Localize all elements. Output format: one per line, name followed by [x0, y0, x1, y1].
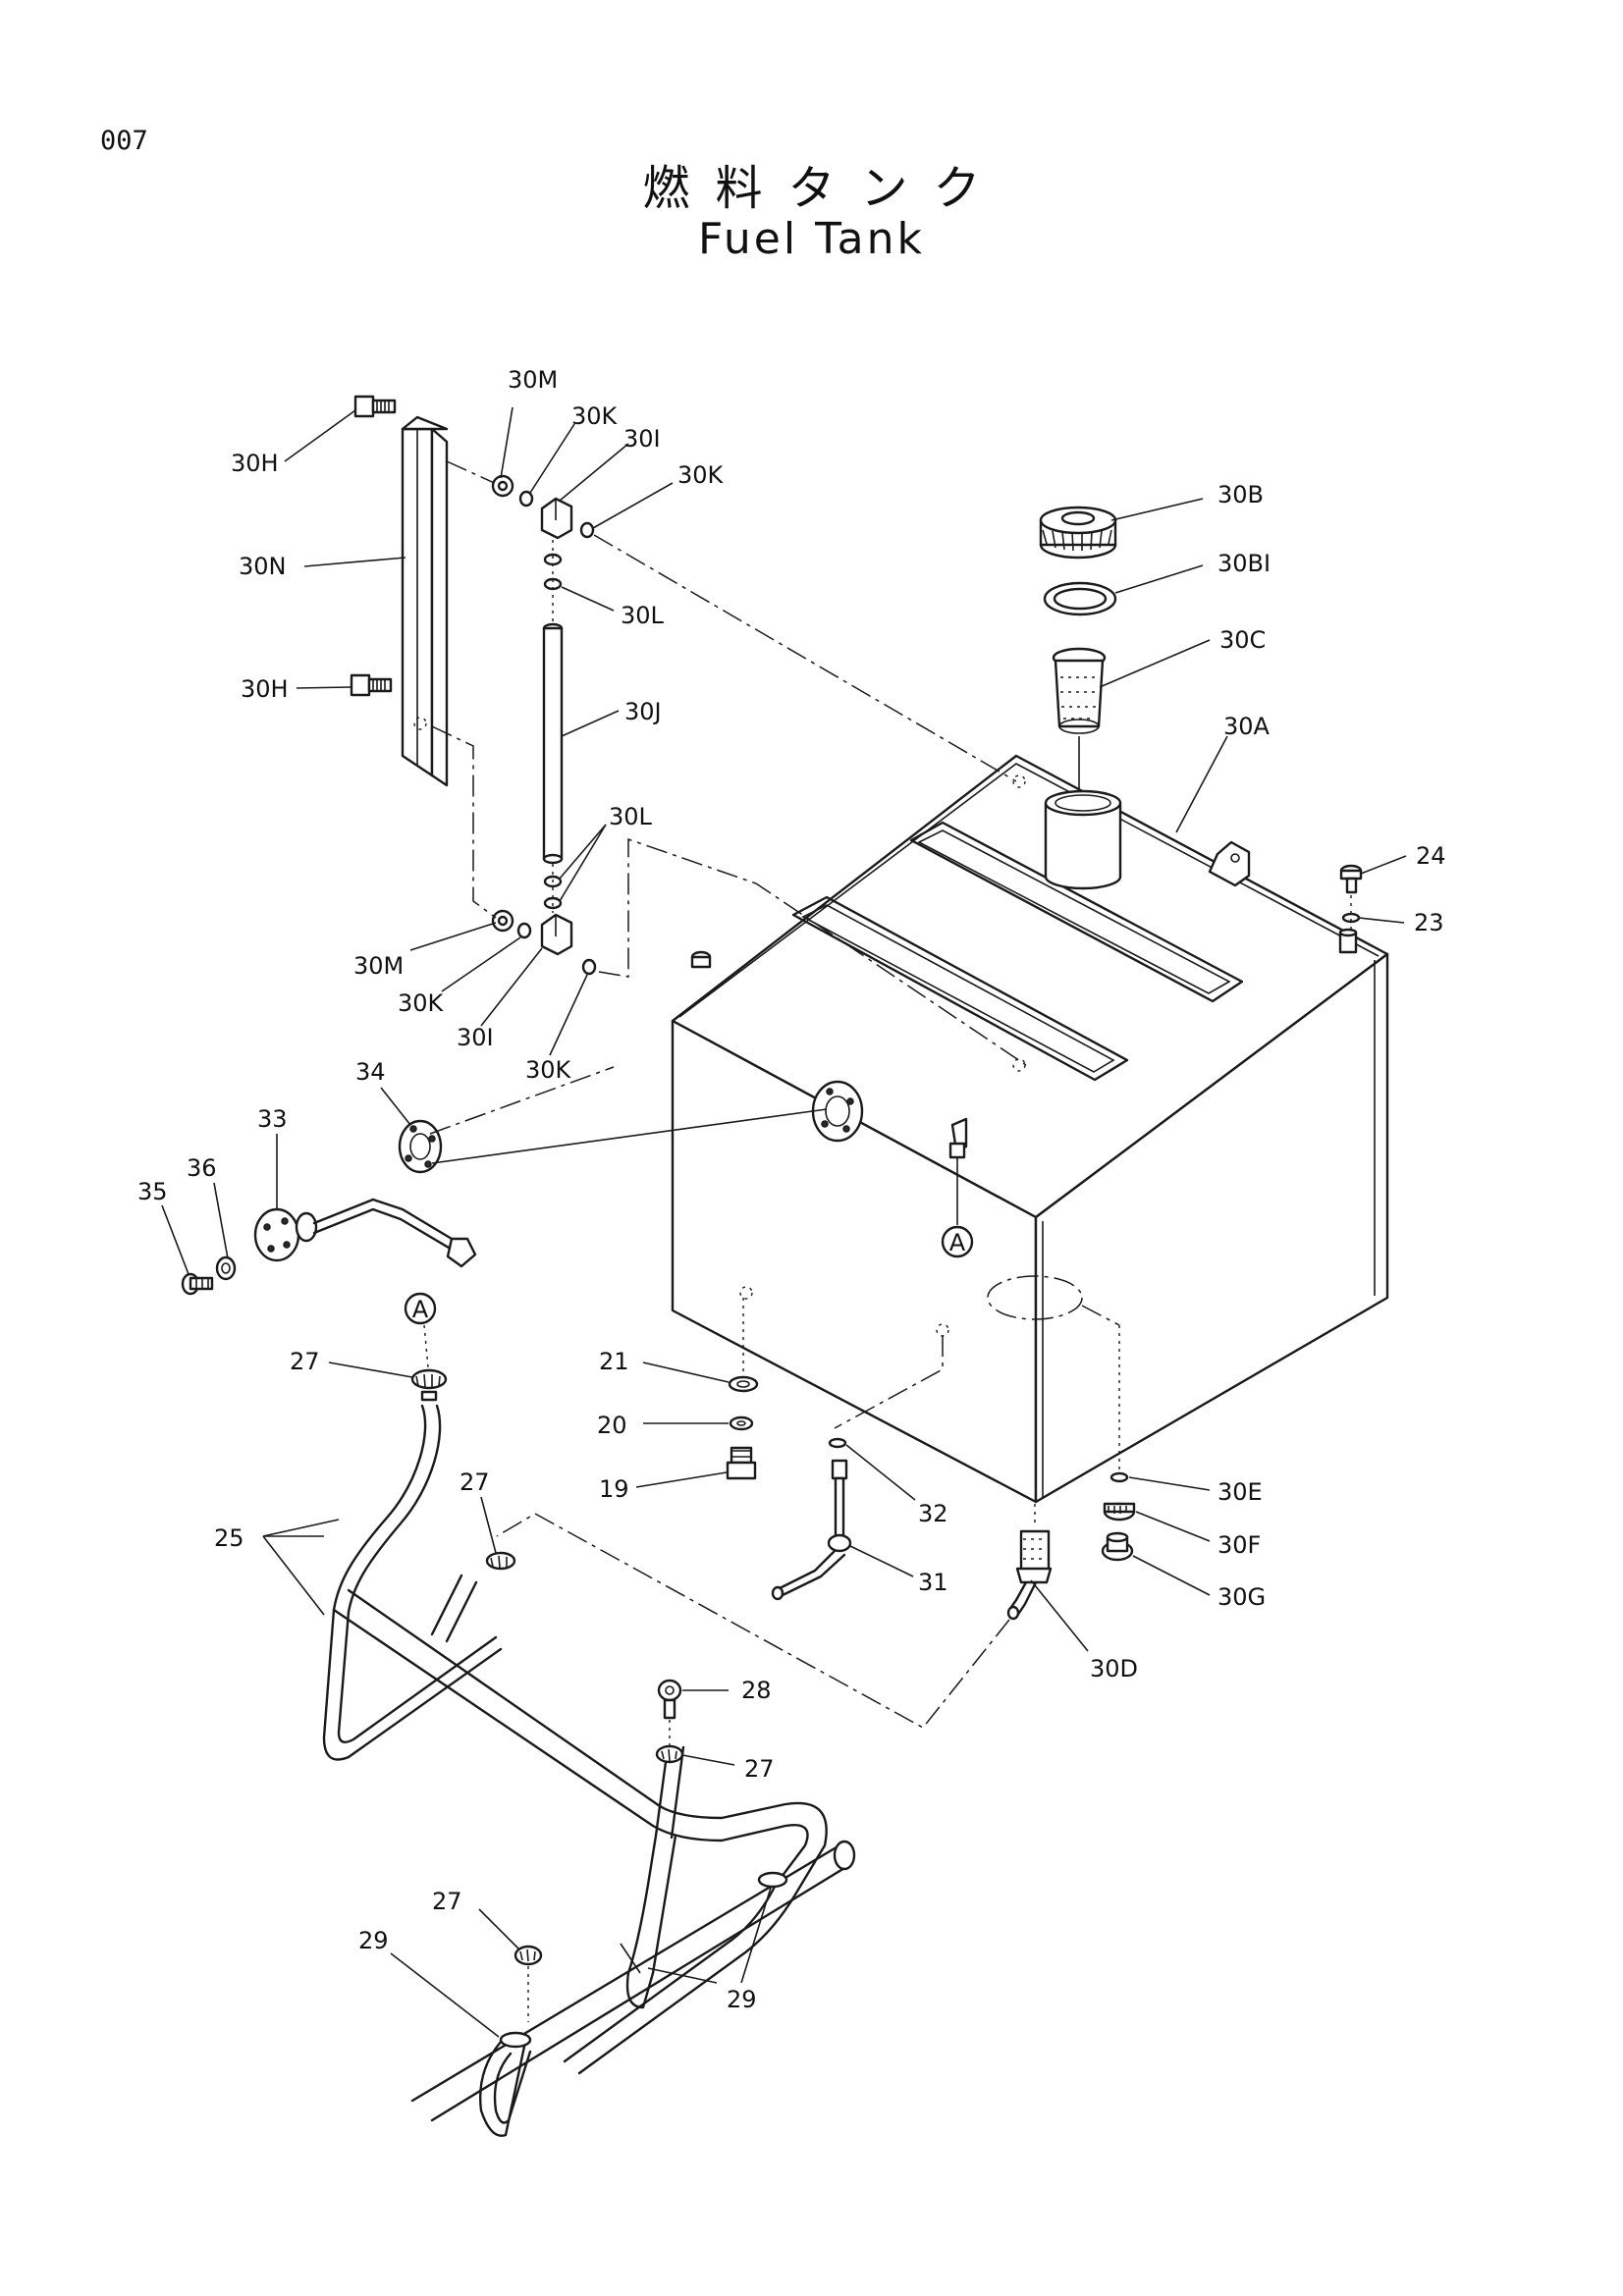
leader-lines: [161, 406, 1407, 2038]
o-ring-30K-top2: [579, 521, 595, 539]
label-27-d: 27: [432, 1888, 462, 1915]
strainer-30C: [1052, 647, 1107, 734]
damper-30M-top: [491, 474, 514, 498]
label-28: 28: [741, 1677, 772, 1704]
label-30L-bottom: 30L: [609, 803, 653, 830]
o-ring-30L-bottom-b: [543, 896, 563, 910]
reference-circle-a-tank: [941, 1225, 974, 1258]
fuel-level-sender-33: [253, 1198, 477, 1268]
label-30H-bottom: 30H: [241, 675, 289, 703]
label-30M-top: 30M: [508, 366, 558, 394]
drain-cock-31: [771, 1459, 852, 1601]
label-30J: 30J: [624, 698, 662, 725]
label-31: 31: [918, 1569, 948, 1596]
title-english: Fuel Tank: [698, 214, 925, 264]
gasket-30B1: [1043, 581, 1117, 616]
label-35: 35: [137, 1178, 168, 1205]
label-32: 32: [918, 1500, 948, 1527]
magnet-30F: [1103, 1502, 1136, 1522]
washer-21: [728, 1375, 759, 1393]
drain-plug-30G: [1101, 1531, 1134, 1562]
label-30K-top2: 30K: [677, 461, 725, 489]
label-29-a: 29: [358, 1927, 389, 1954]
part-number-labels: 30H 30N 30H 30M 30K 30I 30K 30L 30J 30L …: [137, 366, 1446, 2013]
label-30D: 30D: [1090, 1655, 1138, 1682]
bolt-30H-top: [353, 395, 397, 418]
outlet-strainer-30D: [1006, 1529, 1053, 1621]
label-30A: 30A: [1223, 713, 1271, 740]
label-27-b: 27: [460, 1468, 490, 1496]
label-23: 23: [1414, 909, 1444, 936]
title-japanese: 燃料タンク: [642, 161, 1006, 216]
label-30L-top: 30L: [621, 602, 665, 629]
reference-a-tank-label: A: [949, 1229, 966, 1256]
label-27-a: 27: [290, 1348, 320, 1375]
o-ring-32: [828, 1437, 847, 1449]
hose-clamp-27-c: [655, 1744, 684, 1764]
label-30K-top1: 30K: [571, 402, 619, 430]
label-19: 19: [599, 1475, 629, 1503]
reference-a-hose-label: A: [412, 1296, 429, 1323]
label-30G: 30G: [1217, 1583, 1266, 1611]
o-ring-30K-bottom1: [516, 922, 532, 939]
gauge-tube-30J: [542, 622, 564, 865]
label-27-c: 27: [744, 1755, 775, 1783]
label-30K-bottom2: 30K: [525, 1056, 572, 1084]
hose-clamp-27-b: [485, 1551, 516, 1571]
label-30B: 30B: [1217, 481, 1264, 508]
label-30M-bottom: 30M: [353, 952, 404, 980]
o-ring-30K-top1: [518, 490, 534, 507]
bolt-30H-bottom: [350, 673, 393, 697]
label-30I-top: 30I: [623, 425, 661, 453]
label-30B1: 30BI: [1217, 550, 1271, 577]
label-30C: 30C: [1219, 626, 1266, 654]
label-33: 33: [257, 1105, 288, 1133]
hose-clamp-27-a: [410, 1368, 448, 1402]
label-30N: 30N: [239, 553, 287, 580]
label-29-b: 29: [727, 1986, 757, 2013]
label-30I-bottom: 30I: [457, 1024, 494, 1051]
washer-20: [729, 1415, 754, 1431]
sender-gasket-34: [398, 1119, 443, 1174]
hose-clamp-27-d: [514, 1945, 543, 2022]
gauge-guard-30N: [401, 415, 449, 787]
connector-30I-bottom: [540, 913, 573, 956]
page-number: 007: [100, 126, 148, 156]
label-21: 21: [599, 1348, 629, 1375]
connector-30I-top: [540, 497, 573, 540]
banjo-fitting-28: [657, 1679, 682, 1720]
label-34: 34: [355, 1058, 386, 1086]
fuel-hose-25: [322, 1404, 856, 2137]
label-30E: 30E: [1217, 1478, 1263, 1506]
bolt-24: [1339, 864, 1363, 894]
label-30H-top: 30H: [231, 450, 279, 477]
label-30F: 30F: [1217, 1531, 1261, 1559]
label-20: 20: [597, 1412, 627, 1439]
o-ring-30E: [1109, 1471, 1129, 1483]
label-30K-bottom1: 30K: [398, 989, 445, 1017]
o-ring-30L-bottom-a: [543, 875, 563, 888]
reference-circle-a-hose: [404, 1292, 437, 1325]
damper-30M-bottom: [491, 909, 514, 933]
filler-cap-30B: [1039, 506, 1117, 560]
fuel-tank-body: [671, 754, 1389, 1504]
o-ring-30K-bottom2: [581, 958, 597, 976]
label-24: 24: [1416, 842, 1446, 870]
label-25: 25: [214, 1524, 244, 1552]
lock-washer-36: [215, 1255, 237, 1281]
screw-35: [181, 1272, 214, 1296]
label-36: 36: [187, 1154, 217, 1182]
bolt-19: [726, 1446, 757, 1480]
